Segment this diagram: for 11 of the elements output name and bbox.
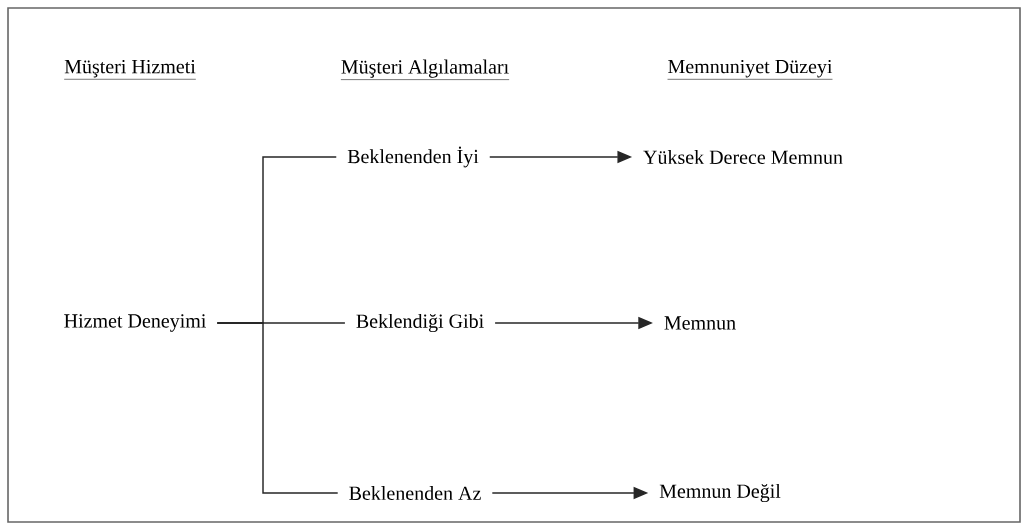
node-text: Beklenenden Az <box>349 485 481 500</box>
column-heading: Memnuniyet Düzeyi <box>667 59 833 80</box>
node-text: Yüksek Derece Memnun <box>643 149 843 164</box>
bracket-line <box>216 322 339 494</box>
node-text: Hizmet Deneyimi <box>64 314 206 332</box>
node-text: Memnun <box>664 316 736 330</box>
node-text: Memnun Değil <box>659 483 781 503</box>
column-heading: Müşteri Algılamaları <box>340 59 510 80</box>
node-text: Beklendiği Gibi <box>356 313 484 333</box>
column-heading: Müşteri Hizmeti <box>63 59 197 80</box>
node-text: Beklenenden İyi <box>347 146 479 168</box>
